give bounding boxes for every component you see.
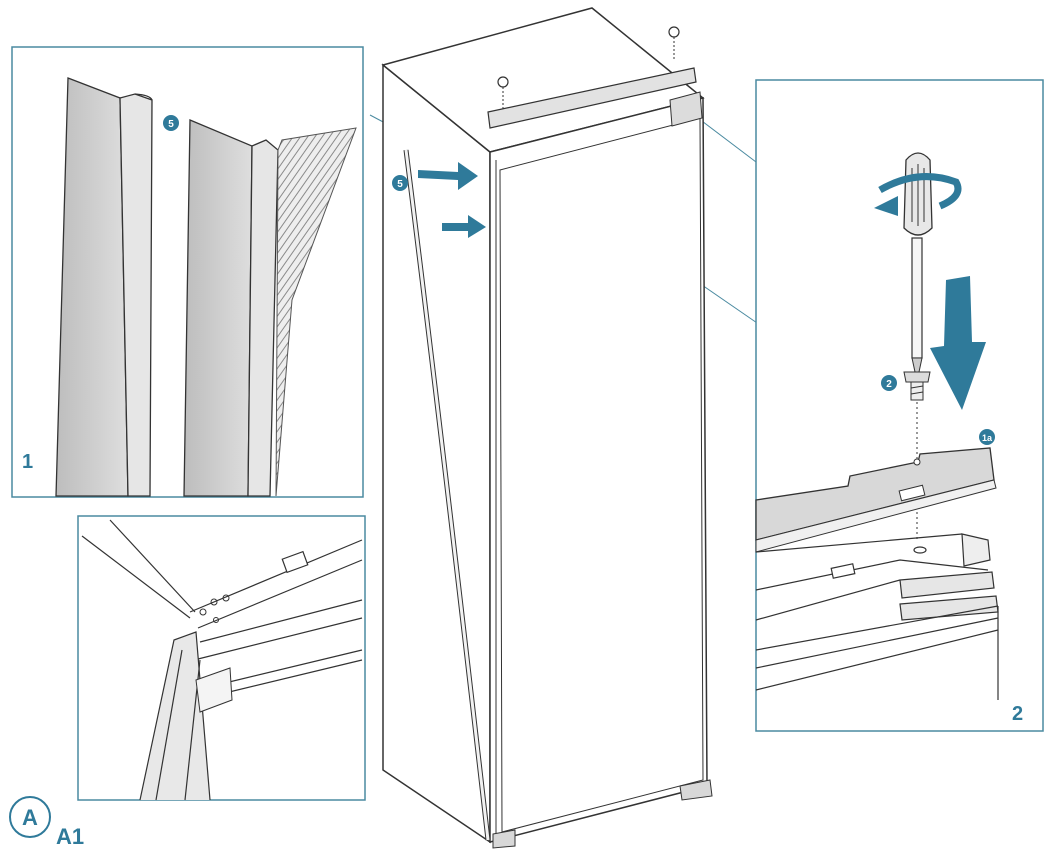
push-arrow-icon [442, 215, 486, 238]
screw-icon [668, 26, 680, 60]
svg-text:5: 5 [168, 119, 174, 130]
panel-2: 2 1a 2 [755, 79, 1044, 732]
gasket-profile-right [183, 119, 357, 497]
fridge-top-edge [755, 533, 999, 700]
screw-icon [903, 371, 931, 540]
inset-frame [77, 515, 366, 801]
screw-icon [497, 76, 509, 110]
bracket-step-callout: 1a [979, 429, 995, 445]
panel-1-number: 1 [22, 451, 33, 473]
magnetic-strip [275, 127, 357, 497]
figure-letter-badge [9, 796, 51, 838]
panel-2-frame [755, 79, 1044, 732]
panel-1: 5 1 [11, 46, 364, 498]
down-arrow-icon [930, 276, 986, 410]
fridge-step-callout: 5 [392, 175, 408, 191]
fridge-unit [381, 7, 713, 849]
hinge-corner-inset [77, 515, 366, 801]
screw-step-callout: 2 [881, 375, 897, 391]
figure-id: A1 [56, 824, 84, 849]
svg-text:5: 5 [397, 179, 403, 190]
panel-2-number: 2 [1012, 703, 1023, 725]
svg-text:2: 2 [886, 379, 892, 390]
gasket-profile-left [55, 77, 153, 497]
figure-label: A A1 [9, 796, 84, 849]
fridge-door [489, 97, 708, 843]
push-arrow-icon [418, 162, 478, 190]
top-bracket [487, 67, 697, 129]
svg-text:1a: 1a [982, 433, 993, 443]
rotation-arrow-icon [874, 173, 962, 216]
figure-letter: A [22, 805, 38, 830]
bracket-plate [755, 447, 997, 553]
panel-1-step-callout: 5 [163, 115, 179, 131]
